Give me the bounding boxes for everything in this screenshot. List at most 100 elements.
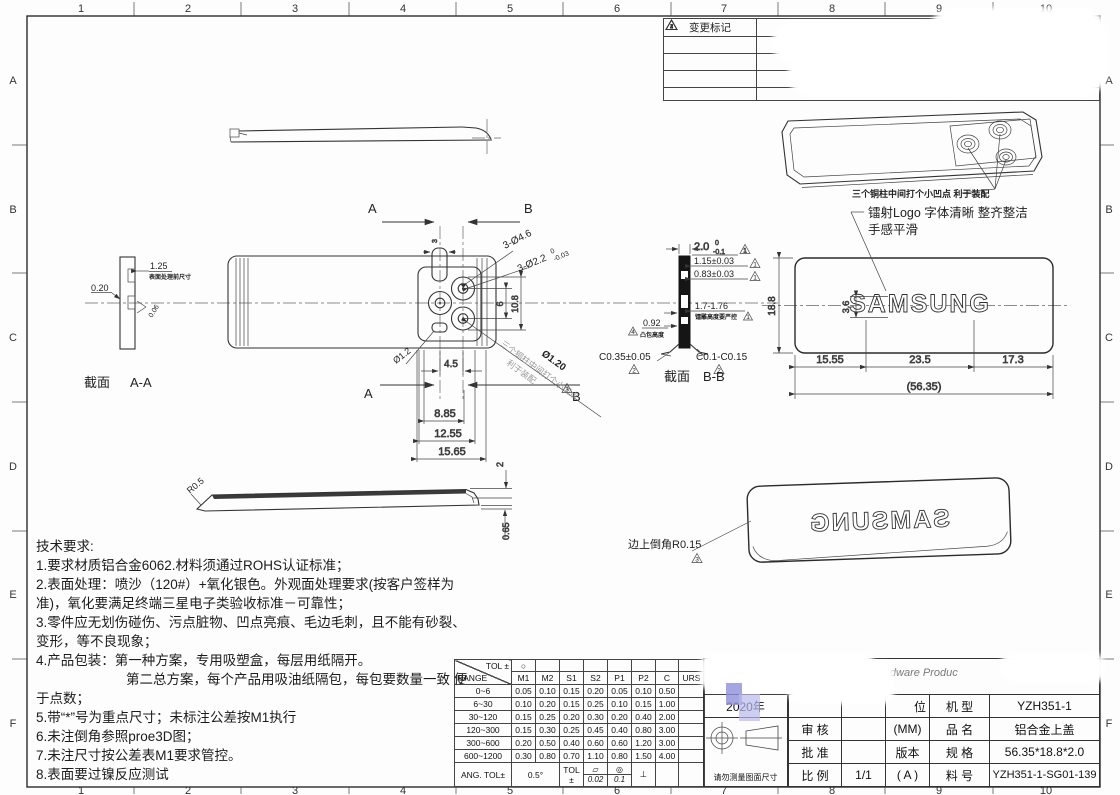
svg-text:6: 6 <box>614 3 620 15</box>
front-dimensions: 15.55 23.5 17.3 (56.35) 18.8 <box>767 252 1054 399</box>
perpendicularity-icon: ⊥ <box>631 762 656 787</box>
model-value: YZH351-1 <box>989 694 1100 718</box>
rev-mark-icon: 3 <box>561 382 573 394</box>
bb-dim-20: 2.0 0 -0.1 1 <box>666 240 751 256</box>
bb-dim-092: 0.92 4 凸包高度 <box>627 310 678 339</box>
censor-blob <box>788 52 998 96</box>
section-cut-marks: A B A B <box>364 201 581 404</box>
view-side-profile: R0.5 2 0.65 <box>185 462 512 540</box>
scale-value: 1/1 <box>841 763 886 787</box>
unit-value: (MM) <box>885 717 930 741</box>
censor-blob <box>1000 653 1105 683</box>
svg-text:0: 0 <box>715 240 719 247</box>
svg-text:3: 3 <box>670 24 674 31</box>
no-measure-note: 请勿测量图面尺寸 <box>713 773 778 782</box>
top-slot <box>431 247 448 282</box>
svg-text:B: B <box>9 204 16 216</box>
svg-text:0: 0 <box>550 248 556 256</box>
svg-text:3-Ø4.6: 3-Ø4.6 <box>501 228 534 252</box>
svg-text:-0.03: -0.03 <box>553 250 571 263</box>
approve-label: 批 准 <box>788 740 842 764</box>
svg-text:7: 7 <box>721 3 727 15</box>
side-dim-2: 2 <box>470 462 512 499</box>
samsung-logo-mirrored: SAMSUNG <box>808 505 951 538</box>
rev-mark-icon: 2 <box>713 363 725 375</box>
svg-text:C0.1-C0.15: C0.1-C0.15 <box>696 352 748 363</box>
svg-text:(56.35): (56.35) <box>907 381 942 393</box>
rev-mark-icon: 2 <box>628 363 640 375</box>
approve-value <box>841 740 886 764</box>
svg-text:2.0: 2.0 <box>694 241 709 253</box>
bb-feet <box>660 343 709 357</box>
tech-note-line: 8.表面要过镍反应测试 <box>36 767 169 782</box>
svg-text:3.6: 3.6 <box>841 301 851 314</box>
svg-text:3: 3 <box>292 785 298 795</box>
svg-text:3: 3 <box>432 239 439 243</box>
boss-pocket-outline <box>417 266 482 342</box>
svg-text:4: 4 <box>631 329 635 336</box>
svg-text:0.20: 0.20 <box>91 283 109 293</box>
svg-text:4: 4 <box>400 785 406 795</box>
svg-text:1: 1 <box>78 785 84 795</box>
svg-text:4: 4 <box>670 24 674 31</box>
svg-text:23.5: 23.5 <box>909 354 930 366</box>
tech-note-line: 3.零件应无划伤碰伤、污点脏物、凹点亮痕、毛边毛刺，且不能有砂裂、变形，等不良现… <box>36 615 466 649</box>
svg-text:三个铜柱中间打个小凹点 利于装配: 三个铜柱中间打个小凹点 利于装配 <box>852 188 990 199</box>
svg-text:2: 2 <box>185 3 191 15</box>
svg-text:手感平滑: 手感平滑 <box>868 222 918 237</box>
svg-text:10.8: 10.8 <box>510 295 520 313</box>
view-section-bb: 2.0 0 -0.1 1 1.15±0.03 1 0.83±0.03 1 1.7… <box>599 240 761 384</box>
view-iso-top: 三个铜柱中间打个小凹点 利于装配 <box>781 111 1043 199</box>
svg-text:E: E <box>1105 589 1112 601</box>
small-slot <box>431 322 448 333</box>
view-iso-bottom: SAMSUNG <box>746 477 1012 563</box>
flatness-icon: ▱ <box>592 765 599 774</box>
version-label: 版本 <box>885 740 930 764</box>
side-dim-065: 0.65 <box>481 505 512 540</box>
bb-dim-115: 1.15±0.03 1 <box>685 256 761 269</box>
svg-text:0.83±0.03: 0.83±0.03 <box>694 269 734 279</box>
svg-text:6: 6 <box>495 301 505 306</box>
company-name-fragment: hardware Produc <box>874 667 958 679</box>
bb-chamfer-right: C0.1-C0.15 2 <box>696 348 748 375</box>
svg-text:9: 9 <box>936 785 942 795</box>
rev-mark-row: 4 <box>664 19 756 104</box>
concentricity-icon: ◎ <box>616 765 623 774</box>
name-value: 铝合金上盖 <box>989 717 1100 741</box>
rev-mark-row: 1 <box>664 19 756 54</box>
model-label: 机 型 <box>929 694 990 718</box>
plan-dimensions: 3 6 10.8 4.5 8.85 12.55 15.65 <box>411 239 526 462</box>
svg-text:3-Ø2.2: 3-Ø2.2 <box>516 253 549 275</box>
svg-text:5: 5 <box>507 785 513 795</box>
rev-mark-icon: 1 <box>749 270 761 282</box>
part-label: 料 号 <box>929 763 990 787</box>
tech-note-line: 第二总方案，每个产品用吸油纸隔包，每包要数量一致 便于点数； <box>36 672 468 706</box>
svg-text:17.3: 17.3 <box>1002 354 1023 366</box>
svg-text:2: 2 <box>495 462 505 467</box>
change-mark-header: 变更标记 <box>664 19 756 37</box>
svg-text:0.65: 0.65 <box>501 522 511 540</box>
view-front: SAMSUNG 3.6 镭射Logo 字体清晰 整齐整洁 手感平滑 15.55 … <box>767 205 1054 399</box>
rev-mark-icon: 1 <box>742 311 754 321</box>
svg-text:F: F <box>1106 718 1113 730</box>
iso-bottom-note: 边上倒角R0.15 3 <box>628 520 752 564</box>
svg-text:4.5: 4.5 <box>444 359 458 370</box>
svg-text:A-A: A-A <box>130 375 152 390</box>
rev-mark-icon: 1 <box>749 257 761 269</box>
svg-text:4: 4 <box>400 3 406 15</box>
tech-notes-title: 技术要求: <box>36 539 94 554</box>
svg-text:边上倒角R0.15: 边上倒角R0.15 <box>628 538 701 551</box>
svg-text:8: 8 <box>829 3 835 15</box>
scale-label: 比 例 <box>788 763 842 787</box>
svg-text:E: E <box>9 589 16 601</box>
tech-note-line: 1.要求材质铝合金6062.材料须通过ROHS认证标准； <box>36 558 350 573</box>
tech-note-line: 6.未注倒角参照proe3D图； <box>36 729 200 744</box>
